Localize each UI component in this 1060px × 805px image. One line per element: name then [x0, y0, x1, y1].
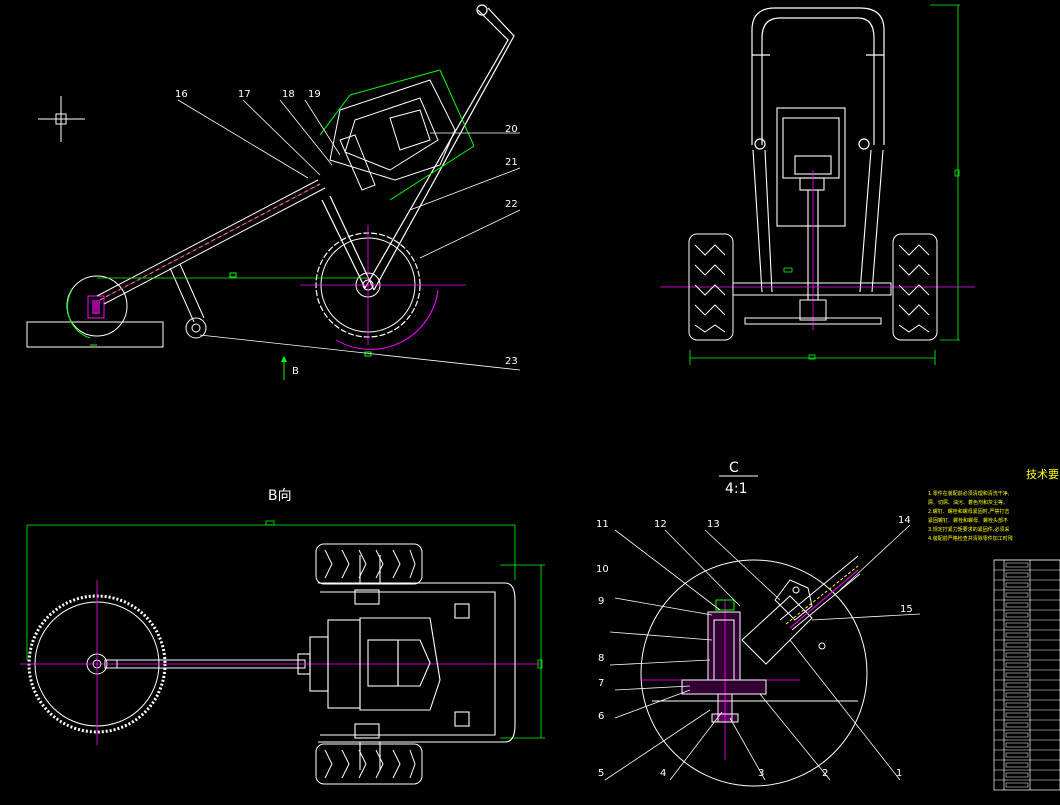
table-row-cell [1005, 772, 1029, 778]
tech-note-2: 屑、切屑、油污、着色剂和灰尘等。 [928, 499, 1008, 506]
part-number-9: 9 [598, 596, 604, 607]
section-c: C 4:1 [596, 460, 921, 787]
part-number-5: 5 [598, 768, 604, 779]
section-title: C [729, 460, 739, 476]
b-view-tire-bottom [315, 743, 423, 785]
tech-note-5: 3.规定拧紧力矩要求的紧固件,必须采 [928, 526, 1009, 533]
table-row-cell [1005, 702, 1029, 708]
technical-requirements: 技术要 1.零件在装配前必须清理和清洗干净, 屑、切屑、油污、着色剂和灰尘等。 … [928, 468, 1059, 542]
front-tire-right [892, 233, 938, 341]
parts-list-table [993, 559, 1060, 791]
part-number-13: 13 [707, 519, 720, 530]
section-scale: 4:1 [725, 481, 748, 497]
part-number-12: 12 [654, 519, 667, 530]
part-number-22: 22 [505, 199, 518, 210]
part-number-23: 23 [505, 356, 518, 367]
part-number-20: 20 [505, 124, 518, 135]
table-row-cell [1005, 582, 1029, 588]
part-number-4: 4 [660, 768, 666, 779]
table-row-cell [1005, 682, 1029, 688]
table-row-cell [1005, 662, 1029, 668]
drive-shaft [96, 179, 326, 305]
parts-list-rows [994, 559, 1060, 788]
table-row-cell [1005, 562, 1029, 568]
tech-heading: 技术要 [1026, 468, 1059, 481]
part-number-21: 21 [505, 157, 518, 168]
part-number-1: 1 [896, 768, 902, 779]
handle-arm [321, 4, 515, 291]
part-number-6: 6 [598, 711, 604, 722]
table-row-cell [1005, 692, 1029, 698]
part-number-18: 18 [282, 89, 295, 100]
engine-block [319, 69, 475, 201]
body-top [297, 555, 516, 770]
table-row-cell [1005, 572, 1029, 578]
part-number-8: 8 [598, 653, 604, 664]
table-row-cell [1005, 632, 1029, 638]
table-row-cell [1005, 742, 1029, 748]
table-row-cell [1005, 752, 1029, 758]
table-row-cell [1005, 642, 1029, 648]
front-tire-left [688, 233, 734, 341]
b-view-tire-top [315, 543, 423, 585]
wheel-side [300, 225, 466, 350]
part-number-3: 3 [758, 768, 764, 779]
table-row-cell [1005, 732, 1029, 738]
tech-note-6: 4.装配前严格检查并清除零件加工时残 [928, 535, 1013, 542]
ground-block [26, 321, 164, 348]
cutter-head [66, 275, 128, 339]
part-number-11: 11 [596, 519, 609, 530]
table-row-cell [1005, 592, 1029, 598]
tech-note-4: 紧固螺钉、螺栓和螺母、螺栓头部不 [928, 517, 1008, 524]
table-row-cell [1005, 622, 1029, 628]
table-row-cell [1005, 782, 1029, 788]
tech-note-1: 1.零件在装配前必须清理和清洗干净, [928, 490, 1010, 497]
saw-blade [20, 580, 180, 745]
part-number-7: 7 [598, 678, 604, 689]
table-row-cell [1005, 762, 1029, 768]
table-row-cell [1005, 612, 1029, 618]
side-view: B 16 17 18 19 20 21 22 23 [26, 4, 521, 380]
part-number-16: 16 [175, 89, 188, 100]
table-row-cell [1005, 722, 1029, 728]
part-number-17: 17 [238, 89, 251, 100]
table-row-cell [1005, 652, 1029, 658]
part-number-10: 10 [596, 564, 609, 575]
part-number-15: 15 [900, 604, 913, 615]
part-number-14: 14 [898, 515, 911, 526]
tech-note-3: 2.螺钉、螺栓和螺母紧固时,严禁打击 [928, 508, 1009, 515]
table-row-cell [1005, 712, 1029, 718]
table-row-cell [1005, 602, 1029, 608]
view-arrow-label: B [292, 366, 299, 377]
crosshair-cursor-icon [38, 96, 85, 142]
support-strut [169, 263, 207, 339]
front-handle [751, 7, 885, 150]
table-row-cell [1005, 672, 1029, 678]
b-view: B向 [20, 488, 545, 785]
view-direction-arrow-icon [281, 356, 287, 380]
part-number-2: 2 [822, 768, 828, 779]
part-number-19: 19 [308, 89, 321, 100]
b-view-title: B向 [268, 488, 292, 504]
front-view [660, 4, 975, 365]
